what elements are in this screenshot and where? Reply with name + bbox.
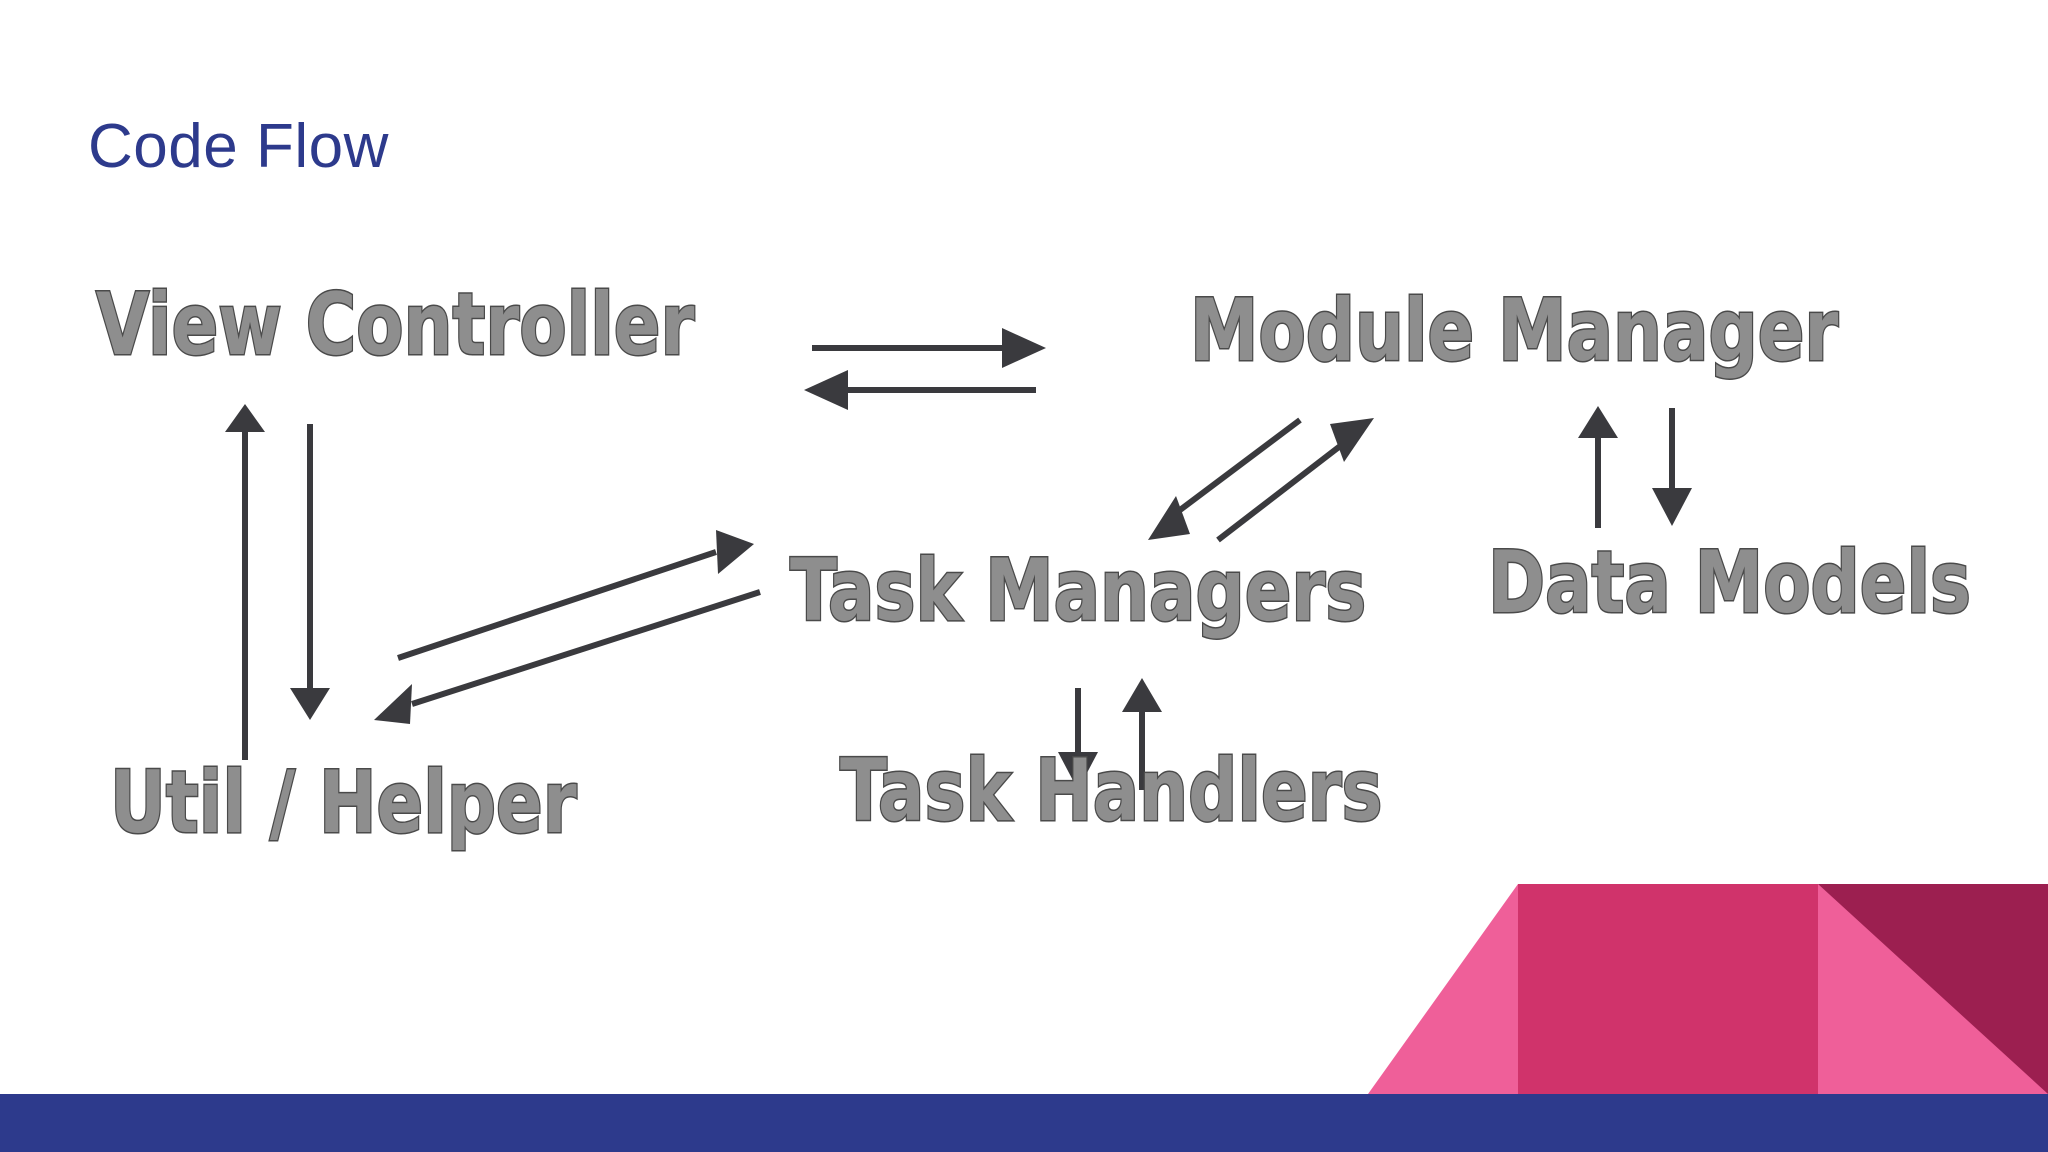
edge-vc-to-uh — [290, 424, 330, 720]
deco-shape-maroon-triangle — [1818, 884, 2048, 1094]
edge-dm-to-mm — [1578, 406, 1618, 528]
bottom-accent-bar — [0, 1094, 2048, 1152]
edge-mm-to-dm — [1652, 408, 1692, 526]
edge-vc-to-mm — [812, 328, 1046, 368]
diagram-node-task-handlers: Task Handlers — [839, 741, 1384, 841]
diagram-node-module-manager: Module Manager — [1189, 281, 1840, 381]
diagram-node-data-models: Data Models — [1487, 533, 1972, 633]
corner-decoration — [1368, 884, 2048, 1094]
diagram-node-util-helper: Util / Helper — [109, 753, 578, 853]
edge-tm-to-uh — [374, 589, 761, 724]
edge-uh-to-tm — [397, 530, 754, 661]
diagram-node-view-controller: View Controller — [95, 275, 696, 375]
edge-uh-to-vc — [225, 404, 265, 760]
page-title: Code Flow — [88, 112, 389, 181]
deco-shape-center-block — [1518, 884, 1818, 1094]
edge-mm-to-vc — [804, 370, 1036, 410]
diagram-node-task-managers: Task Managers — [789, 541, 1368, 641]
edge-tm-to-mm — [1216, 418, 1374, 543]
edge-mm-to-tm — [1148, 417, 1302, 540]
